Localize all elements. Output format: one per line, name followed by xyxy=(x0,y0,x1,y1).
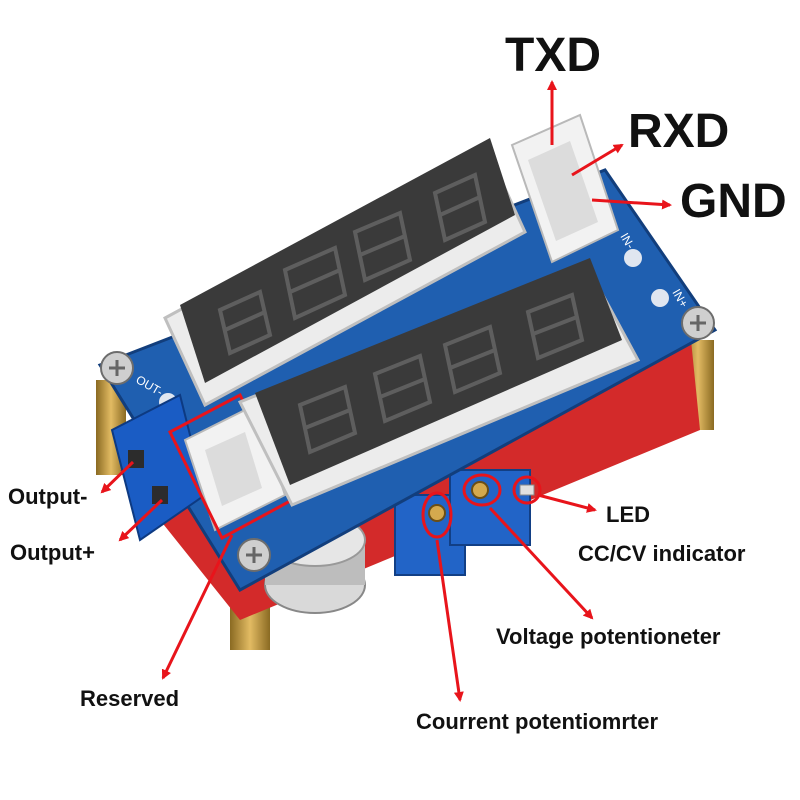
label-led: LED xyxy=(606,502,650,527)
seven-segment-digits-lower xyxy=(297,292,585,455)
label-output-plus: Output+ xyxy=(10,540,95,565)
label-output-minus: Output- xyxy=(8,484,88,509)
arrow-output-minus xyxy=(100,460,135,494)
current-pot-screw xyxy=(428,504,446,522)
voltage-pot-highlight xyxy=(462,473,502,507)
voltage-pot-screw xyxy=(471,481,489,499)
arrow-voltage-pot xyxy=(488,506,594,620)
label-reserved: Reserved xyxy=(80,686,180,711)
label-rxd: RXD xyxy=(628,105,730,158)
label-gnd: GND xyxy=(680,175,787,228)
arrow-output-plus xyxy=(118,498,164,542)
label-voltage-potentiometer: Voltage potentioneter xyxy=(496,624,721,649)
led-indicator xyxy=(519,484,535,496)
arrow-rxd xyxy=(571,143,624,177)
label-txd: TXD xyxy=(505,29,601,82)
arrow-gnd xyxy=(591,198,672,210)
arrow-led xyxy=(537,493,597,513)
arrow-current-pot xyxy=(435,539,464,702)
annotation-arrows xyxy=(100,80,672,702)
label-cc-cv-indicator: CC/CV indicator xyxy=(578,541,746,566)
board-screws xyxy=(100,249,715,572)
led-highlight-circle xyxy=(512,475,542,505)
arrow-reserved xyxy=(161,534,234,680)
silk-in-minus: IN- xyxy=(617,231,637,252)
uart-connector xyxy=(510,113,620,264)
seven-segment-digits-upper xyxy=(217,172,488,356)
current-pot-highlight xyxy=(421,491,453,539)
label-current-potentiometer: Courrent potentiomrter xyxy=(416,709,658,734)
